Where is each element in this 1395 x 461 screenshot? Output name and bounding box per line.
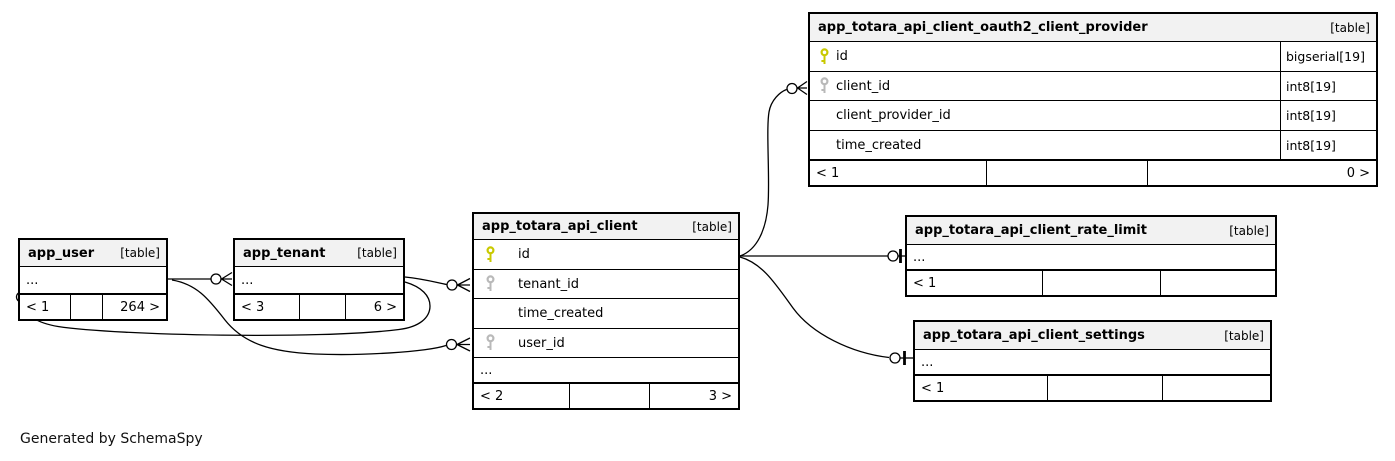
ellipsis: ... [913, 249, 926, 265]
footer-children-count: < 1 [913, 275, 937, 291]
table-footer: < 3 6 > [235, 294, 403, 319]
relation-client-to-rate-limit [740, 249, 905, 263]
ellipsis: ... [480, 362, 493, 378]
column-row-client-provider-id: client_provider_id int8[19] [810, 100, 1376, 131]
column-name: client_provider_id [836, 108, 951, 123]
gray-key-icon [810, 77, 836, 95]
table-header[interactable]: app_user [table] [20, 240, 166, 267]
hidden-columns-row: ... [474, 358, 738, 383]
footer-mid-cell [986, 161, 1147, 185]
table-app_totara_api_client_oauth2_client_provider[interactable]: app_totara_api_client_oauth2_client_prov… [808, 12, 1378, 187]
table-header[interactable]: app_totara_api_client_oauth2_client_prov… [810, 14, 1376, 42]
column-row-user-id: user_id [474, 329, 738, 358]
table-tag: [table] [120, 246, 160, 260]
table-header[interactable]: app_tenant [table] [235, 240, 403, 267]
table-title[interactable]: app_totara_api_client_settings [923, 328, 1145, 343]
column-name: user_id [518, 335, 565, 351]
column-row-time-created: time_created [474, 299, 738, 329]
footer-children-count: < 1 [921, 380, 945, 396]
column-row-client-id: client_id int8[19] [810, 71, 1376, 101]
footer-children-count: < 1 [26, 299, 50, 315]
hidden-columns-row: ... [20, 267, 166, 294]
footer-children-count: < 2 [480, 388, 504, 404]
table-header[interactable]: app_totara_api_client_rate_limit [table] [907, 217, 1275, 245]
table-footer: < 1 0 > [810, 160, 1376, 185]
column-type: int8[19] [1280, 130, 1381, 160]
hidden-columns-row: ... [907, 245, 1275, 270]
hidden-columns-row: ... [915, 350, 1270, 375]
column-name: id [836, 49, 848, 64]
footer-parents-count: 264 > [102, 295, 166, 319]
column-name: tenant_id [518, 276, 580, 292]
table-footer: < 1 [907, 270, 1275, 295]
column-row-time-created: time_created int8[19] [810, 130, 1376, 160]
column-name: client_id [836, 78, 891, 94]
column-name: id [518, 247, 530, 262]
relation-user-to-client-user-id [171, 279, 471, 356]
table-app_totara_api_client_rate_limit[interactable]: app_totara_api_client_rate_limit [table]… [905, 215, 1277, 297]
generated-by-caption: Generated by SchemaSpy [20, 431, 203, 447]
table-app_tenant[interactable]: app_tenant [table] ... < 3 6 > [233, 238, 405, 321]
footer-mid-cell [1042, 271, 1160, 295]
footer-parents-count: 0 > [1147, 161, 1376, 185]
column-type: int8[19] [1280, 100, 1381, 131]
table-app_totara_api_client[interactable]: app_totara_api_client [table] id tenant_… [472, 212, 740, 410]
table-tag: [table] [1229, 223, 1269, 238]
table-app_totara_api_client_settings[interactable]: app_totara_api_client_settings [table] .… [913, 320, 1272, 402]
yellow-key-icon [810, 47, 836, 66]
hidden-columns-row: ... [235, 267, 403, 294]
table-title[interactable]: app_totara_api_client [482, 219, 638, 234]
table-tag: [table] [1224, 328, 1264, 343]
ellipsis: ... [241, 272, 254, 288]
column-name: time_created [836, 137, 922, 153]
table-footer: < 1 264 > [20, 294, 166, 319]
table-header[interactable]: app_totara_api_client [table] [474, 214, 738, 240]
footer-parents-count [1162, 376, 1270, 400]
table-tag: [table] [357, 246, 397, 260]
gray-key-icon [474, 334, 518, 352]
table-title[interactable]: app_totara_api_client_oauth2_client_prov… [818, 20, 1148, 35]
footer-mid-cell [299, 295, 345, 319]
relation-tenant-to-client-tenant-id [404, 276, 471, 293]
table-tag: [table] [692, 219, 732, 234]
column-row-id: id [474, 240, 738, 270]
gray-key-icon [474, 275, 518, 293]
footer-mid-cell [70, 295, 102, 319]
footer-mid-cell [569, 384, 649, 408]
column-row-tenant-id: tenant_id [474, 270, 738, 299]
relation-client-to-oauth2 [739, 80, 808, 257]
yellow-key-icon [474, 245, 518, 264]
ellipsis: ... [26, 272, 39, 288]
relation-user-to-tenant [168, 271, 233, 287]
column-type: bigserial[19] [1280, 41, 1381, 72]
table-title[interactable]: app_totara_api_client_rate_limit [915, 223, 1147, 238]
table-footer: < 2 3 > [474, 383, 738, 408]
column-row-id: id bigserial[19] [810, 41, 1376, 72]
ellipsis: ... [921, 354, 934, 370]
footer-parents-count: 3 > [649, 384, 738, 408]
footer-parents-count: 6 > [345, 295, 403, 319]
column-type: int8[19] [1280, 71, 1381, 101]
table-header[interactable]: app_totara_api_client_settings [table] [915, 322, 1270, 350]
footer-mid-cell [1047, 376, 1162, 400]
table-title[interactable]: app_tenant [243, 245, 326, 261]
footer-parents-count [1160, 271, 1275, 295]
column-name: time_created [518, 306, 604, 321]
table-footer: < 1 [915, 375, 1270, 400]
relation-client-to-settings [739, 256, 913, 365]
table-title[interactable]: app_user [28, 245, 95, 261]
table-tag: [table] [1330, 20, 1370, 35]
table-app_user[interactable]: app_user [table] ... < 1 264 > [18, 238, 168, 321]
footer-children-count: < 1 [816, 165, 840, 181]
footer-children-count: < 3 [241, 299, 265, 315]
